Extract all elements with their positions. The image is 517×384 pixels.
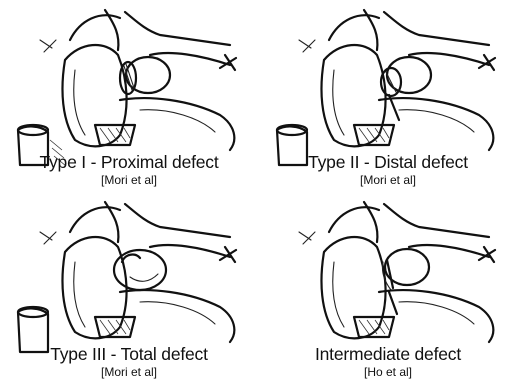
panel-intermediate: Intermediate defect [Ho et al] xyxy=(259,192,517,384)
panel-citation: [Mori et al] xyxy=(0,365,258,379)
panel-citation: [Mori et al] xyxy=(0,173,258,187)
heart-drawing xyxy=(277,10,495,165)
panel-title: Type III - Total defect xyxy=(0,344,258,365)
panel-title: Type I - Proximal defect xyxy=(0,152,258,173)
panel-citation: [Mori et al] xyxy=(259,173,517,187)
panel-type-1: Type I - Proximal defect [Mori et al] xyxy=(0,0,258,192)
heart-drawing xyxy=(299,202,495,342)
panel-type-2: Type II - Distal defect [Mori et al] xyxy=(259,0,517,192)
panel-type-3: Type III - Total defect [Mori et al] xyxy=(0,192,258,384)
panel-title: Type II - Distal defect xyxy=(259,152,517,173)
heart-drawing xyxy=(18,202,236,352)
panel-citation: [Ho et al] xyxy=(259,365,517,379)
panel-title: Intermediate defect xyxy=(259,344,517,365)
heart-drawing xyxy=(18,10,236,166)
